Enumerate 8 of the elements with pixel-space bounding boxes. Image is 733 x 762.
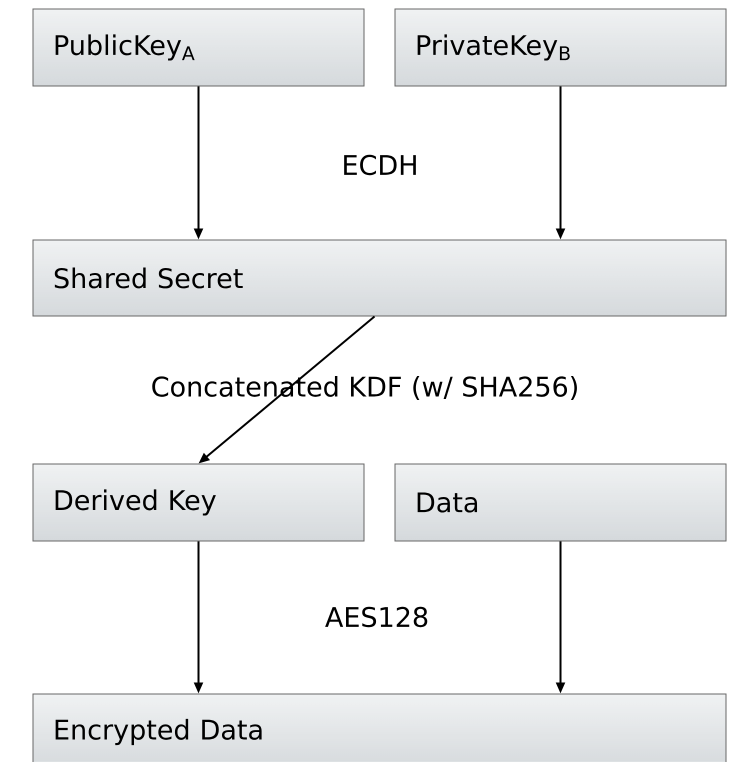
process-box: Shared Secret bbox=[32, 240, 726, 316]
operation-label: AES128 bbox=[325, 606, 428, 628]
process-box: Encrypted Data bbox=[32, 694, 726, 762]
process-box: PrivateKey$_{B}$ bbox=[394, 8, 726, 86]
operation-label: ECDH bbox=[344, 154, 416, 176]
process-box: Derived Key bbox=[32, 464, 364, 542]
process-box: PublicKey$_{A}$ bbox=[32, 8, 364, 86]
process-box: Data bbox=[394, 464, 726, 542]
